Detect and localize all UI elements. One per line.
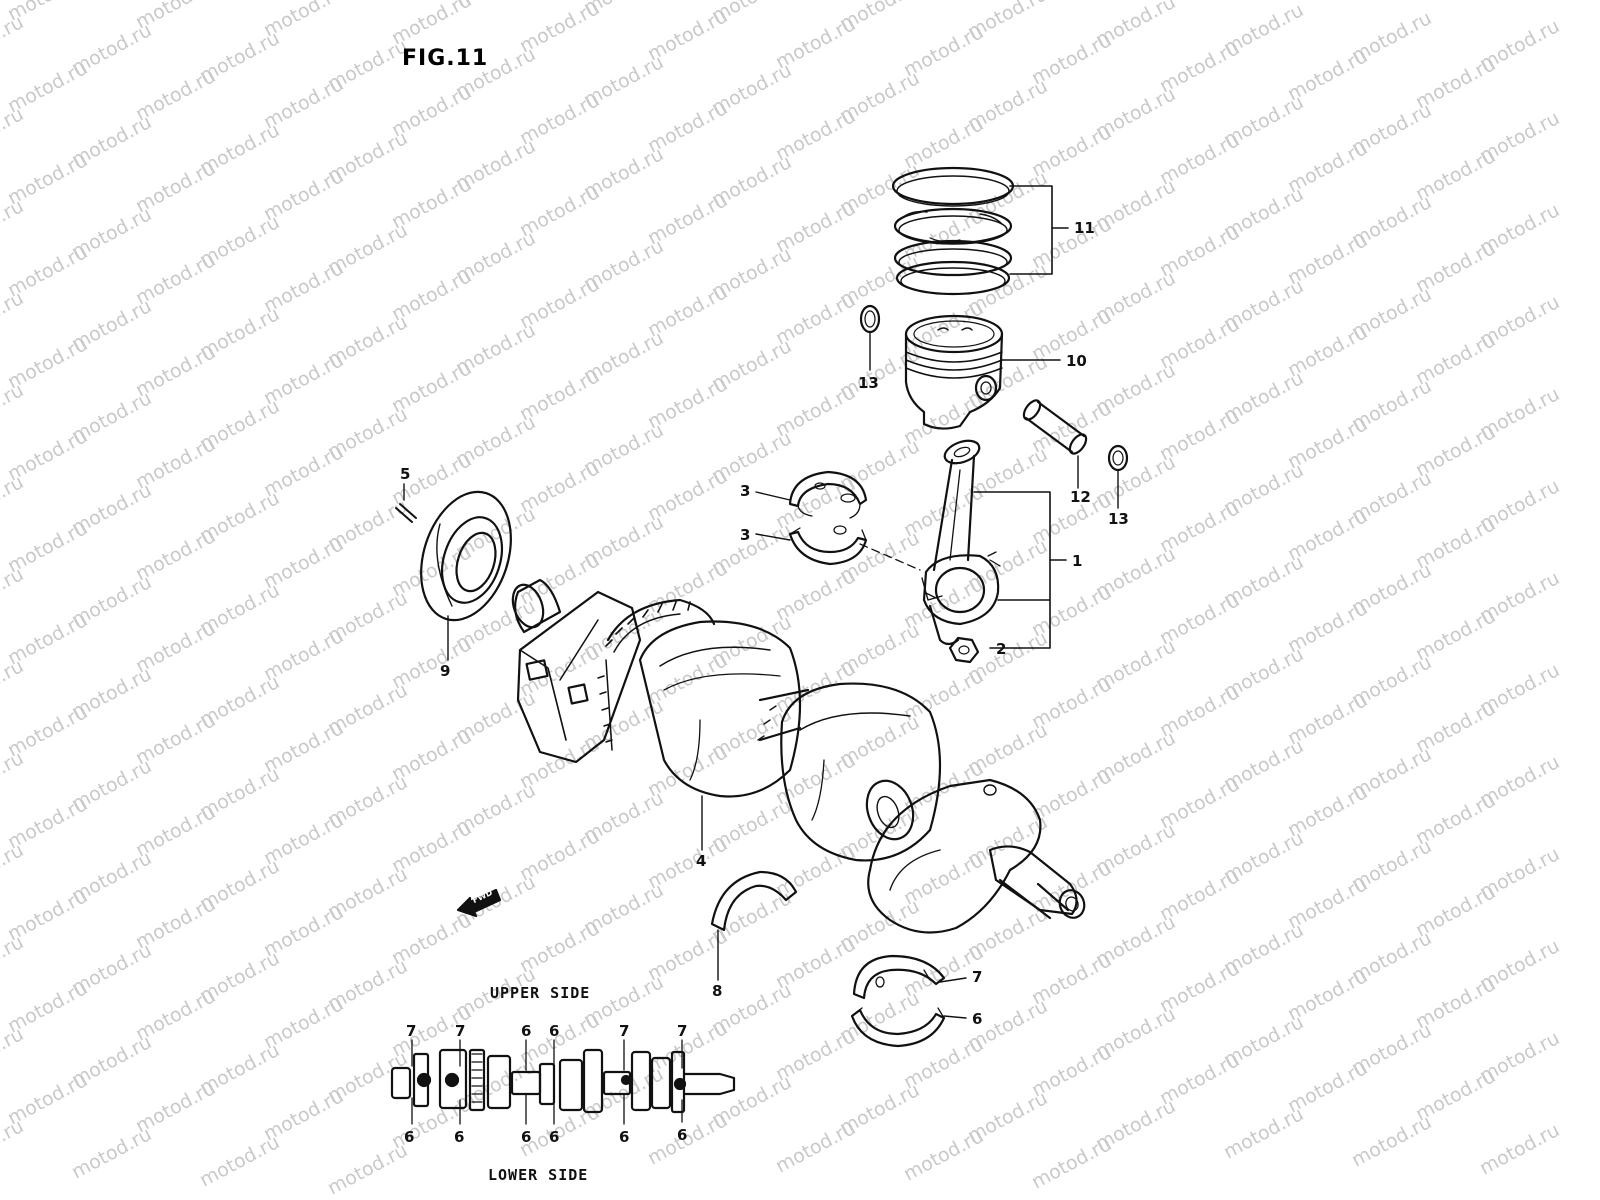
piston-rings xyxy=(891,166,1015,296)
callout-7: 7 xyxy=(972,968,983,986)
callout-4: 4 xyxy=(696,852,707,870)
callout-8: 8 xyxy=(712,982,723,1000)
callout-2: 2 xyxy=(996,640,1007,658)
callout-9: 9 xyxy=(440,662,451,680)
upper-mark-4: 6 xyxy=(549,1022,560,1040)
lower-mark-5: 6 xyxy=(619,1128,630,1146)
callout-13-left: 13 xyxy=(858,374,879,392)
oil-seal xyxy=(420,490,512,622)
lower-mark-1: 6 xyxy=(404,1128,415,1146)
piston-pin xyxy=(1022,399,1088,455)
front-arrow-icon xyxy=(456,888,502,918)
upper-mark-6: 7 xyxy=(677,1022,688,1040)
callout-6: 6 xyxy=(972,1010,983,1028)
rod-nut xyxy=(948,636,980,664)
upper-mark-1: 7 xyxy=(406,1022,417,1040)
callout-13-right: 13 xyxy=(1108,510,1129,528)
lower-side-label: LOWER SIDE xyxy=(488,1166,589,1184)
figure-title: FIG.11 xyxy=(402,46,489,71)
callout-11: 11 xyxy=(1074,219,1095,237)
callout-5: 5 xyxy=(400,465,411,483)
upper-mark-5: 7 xyxy=(619,1022,630,1040)
bearing-map-crankshaft xyxy=(390,1048,736,1114)
upper-mark-3: 6 xyxy=(521,1022,532,1040)
main-bearing-pair xyxy=(850,954,946,1048)
callout-10: 10 xyxy=(1066,352,1087,370)
callout-1: 1 xyxy=(1072,552,1083,570)
conrod-bearing-upper xyxy=(788,470,868,519)
thrust-bearing xyxy=(710,870,798,932)
lower-mark-6: 6 xyxy=(677,1126,688,1144)
crankshaft xyxy=(511,578,1086,934)
lower-mark-2: 6 xyxy=(454,1128,465,1146)
connecting-rod xyxy=(921,439,1001,646)
callout-12: 12 xyxy=(1070,488,1091,506)
conrod-bearing-lower xyxy=(788,525,868,566)
lower-mark-4: 6 xyxy=(549,1128,560,1146)
upper-side-label: UPPER SIDE xyxy=(490,984,591,1002)
callout-3-upper: 3 xyxy=(740,482,751,500)
callout-3-lower: 3 xyxy=(740,526,751,544)
lower-mark-3: 6 xyxy=(521,1128,532,1146)
bearing-map-leaders xyxy=(411,1039,683,1125)
piston xyxy=(904,314,1004,430)
upper-mark-2: 7 xyxy=(455,1022,466,1040)
